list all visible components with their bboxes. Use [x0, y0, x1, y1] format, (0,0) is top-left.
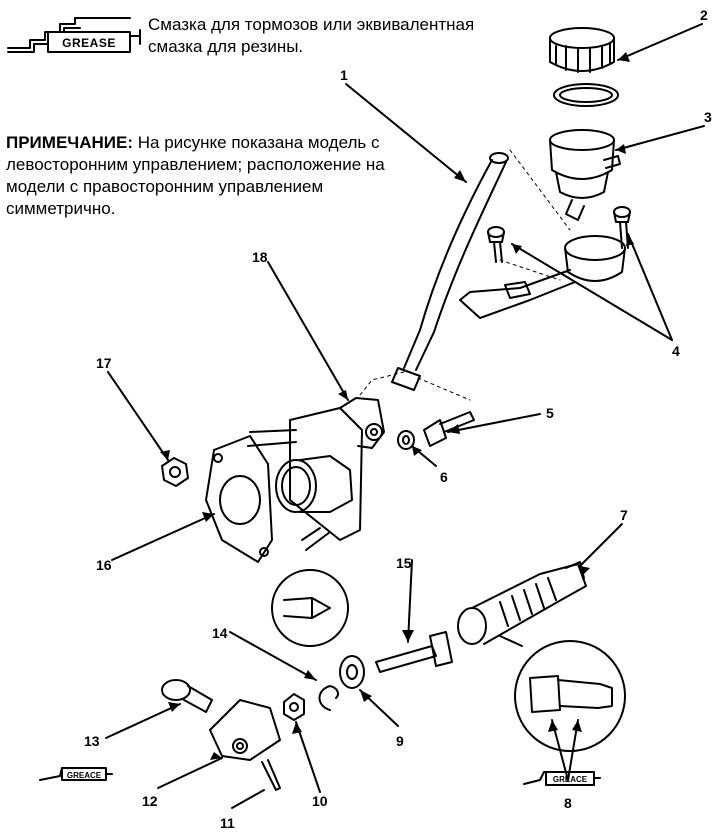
- callout-9: 9: [396, 733, 404, 749]
- grease-icon-left: [39, 767, 113, 781]
- note-label: ПРИМЕЧАНИЕ:: [6, 133, 133, 152]
- callout-1: 1: [340, 67, 348, 83]
- hose-fitting: [423, 411, 475, 447]
- callout-4: 4: [672, 343, 680, 359]
- lock-nut: [283, 693, 305, 721]
- assembly-guide-lines: [359, 149, 571, 401]
- leader-arrowheads: [160, 52, 634, 760]
- callout-8: 8: [564, 795, 572, 811]
- reservoir-seal: [553, 83, 619, 107]
- master-cylinder-body: [247, 397, 385, 551]
- pushrod-boot: [457, 561, 587, 645]
- grease-legend-text: Смазка для тормозов или эквивалентная см…: [148, 15, 475, 56]
- callout-16: 16: [96, 557, 112, 573]
- mounting-bolt-b: [487, 226, 505, 263]
- callout-6: 6: [440, 469, 448, 485]
- callout-14: 14: [212, 625, 228, 641]
- sealing-washer: [397, 430, 415, 450]
- grease-icon-right: [523, 771, 601, 786]
- callout-18: 18: [252, 249, 268, 265]
- note-text: На рисунке показана модель с левосторонн…: [6, 133, 385, 218]
- leader-lines: [105, 23, 705, 809]
- pushrod-clevis: [209, 699, 281, 761]
- grease-legend-icon: [7, 17, 141, 53]
- callout-13: 13: [84, 733, 100, 749]
- reservoir-bracket: [459, 235, 626, 319]
- callout-2: 2: [700, 7, 708, 23]
- callout-12: 12: [142, 793, 158, 809]
- grease-badge-small-left: GREACE: [67, 771, 102, 780]
- callout-3: 3: [704, 109, 712, 125]
- cylinder-gasket: [205, 435, 273, 563]
- callout-7: 7: [620, 507, 628, 523]
- reservoir-cap: [549, 27, 615, 73]
- callout-5: 5: [546, 405, 554, 421]
- retaining-clip: [318, 685, 339, 711]
- callout-17: 17: [96, 355, 112, 371]
- callout-11: 11: [220, 815, 235, 831]
- mounting-nut: [161, 457, 189, 487]
- clip-detail-inset: [271, 569, 349, 647]
- note-block: ПРИМЕЧАНИЕ: На рисунке показана модель с…: [6, 132, 406, 220]
- cotter-pin: [261, 759, 281, 791]
- grease-badge-text: GREASE: [62, 36, 116, 50]
- clevis-bolt: [375, 631, 453, 673]
- reservoir-hose: [391, 152, 509, 391]
- callout-10: 10: [312, 793, 328, 809]
- clevis-pin: [161, 679, 213, 713]
- grease-badge-small-right: GREACE: [553, 775, 588, 784]
- callout-15: 15: [396, 555, 412, 571]
- boot-detail-inset: [499, 635, 626, 752]
- pushrod-washer: [339, 655, 365, 689]
- reservoir-body: [549, 129, 621, 221]
